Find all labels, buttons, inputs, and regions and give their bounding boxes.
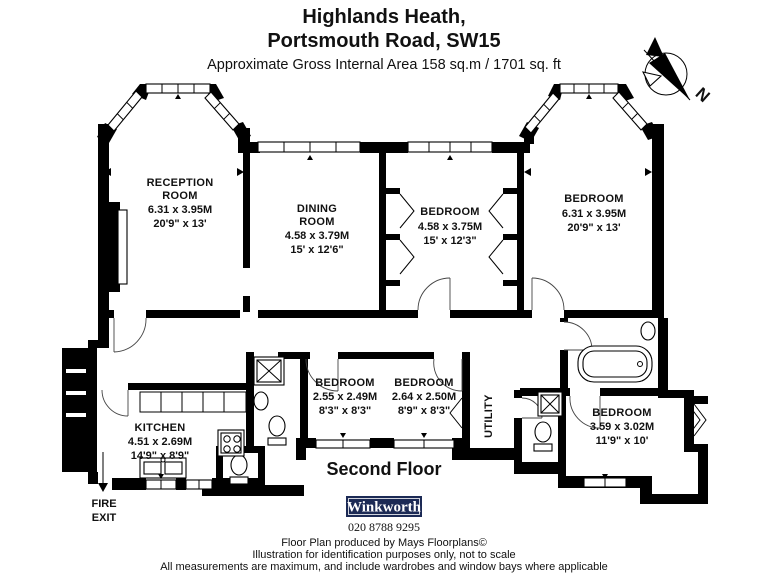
footer-line: Floor Plan produced by Mays Floorplans© <box>281 537 487 549</box>
shower-icon <box>537 391 563 417</box>
room-dims-metric: 2.55 x 2.49M <box>313 391 377 403</box>
floor-title: Second Floor <box>326 459 441 479</box>
room-label-utility: UTILITY <box>483 394 495 438</box>
room-name: ROOM <box>299 216 334 228</box>
compass-needle-icon <box>649 53 690 100</box>
room-name: DINING <box>297 203 337 215</box>
footer-line: Illustration for identification purposes… <box>252 549 515 561</box>
toilet-icon <box>267 415 287 446</box>
room-dims-imperial: 11'9" x 10' <box>596 435 649 447</box>
room-dims-imperial: 20'9" x 13' <box>153 218 207 230</box>
room-label-reception: RECEPTION ROOM 6.31 x 3.95M 20'9" x 13' <box>147 177 214 230</box>
room-dims-metric: 4.51 x 2.69M <box>128 436 192 448</box>
area-subtitle: Approximate Gross Internal Area 158 sq.m… <box>207 57 561 73</box>
toilet-icon <box>229 454 249 485</box>
room-dims-imperial: 14'9" x 8'9" <box>131 450 189 462</box>
room-name: RECEPTION <box>147 177 214 189</box>
walls <box>62 84 708 504</box>
basin-icon <box>253 391 269 411</box>
hob-icon <box>217 429 245 457</box>
fireplace-icon <box>117 209 128 285</box>
room-dims-metric: 4.58 x 3.79M <box>285 230 349 242</box>
room-dims-imperial: 8'3" x 8'3" <box>319 405 371 417</box>
room-name: KITCHEN <box>135 422 186 434</box>
header: Highlands Heath, Portsmouth Road, SW15 A… <box>207 6 561 73</box>
window-ticks <box>104 94 652 479</box>
sink-icon <box>139 457 187 479</box>
footer-disclaimer: Floor Plan produced by Mays Floorplans© … <box>160 537 608 573</box>
room-name: ROOM <box>162 190 197 202</box>
fixtures <box>117 209 656 485</box>
basin-icon <box>640 321 656 341</box>
footer-line: All measurements are maximum, and includ… <box>160 561 608 573</box>
compass-rose: N <box>641 37 714 106</box>
fire-exit-label: EXIT <box>92 512 117 524</box>
windows <box>107 83 707 490</box>
room-label-bedroom-bottom-right: BEDROOM 3.59 x 3.02M 11'9" x 10' <box>590 407 654 447</box>
shower-icon <box>253 356 285 386</box>
agency-phone: 020 8788 9295 <box>348 520 420 534</box>
toilet-icon <box>533 421 553 452</box>
room-dims-metric: 4.58 x 3.75M <box>418 221 482 233</box>
logo-background <box>346 496 422 517</box>
room-label-bedroom-small-left: BEDROOM 2.55 x 2.49M 8'3" x 8'3" <box>313 377 377 417</box>
room-name: BEDROOM <box>592 407 652 419</box>
room-label-bedroom-top-right: BEDROOM 6.31 x 3.95M 20'9" x 13' <box>562 193 626 234</box>
room-label-kitchen: KITCHEN 4.51 x 2.69M 14'9" x 8'9" <box>128 422 192 462</box>
page-title-line1: Highlands Heath, <box>302 6 465 28</box>
kitchen-units <box>139 391 247 413</box>
room-name: BEDROOM <box>315 377 375 389</box>
room-dims-imperial: 20'9" x 13' <box>567 222 621 234</box>
room-name: BEDROOM <box>420 206 480 218</box>
room-label-bedroom-small-right: BEDROOM 2.64 x 2.50M 8'9" x 8'3" <box>392 377 456 417</box>
room-dims-metric: 6.31 x 3.95M <box>148 204 212 216</box>
room-dims-imperial: 8'9" x 8'3" <box>398 405 450 417</box>
agency-name: Winkworth <box>347 500 422 516</box>
wardrobes <box>386 188 517 429</box>
down-arrow-icon <box>98 483 108 492</box>
fire-exit-balcony <box>62 348 90 472</box>
room-dims-metric: 3.59 x 3.02M <box>590 421 654 433</box>
room-label-dining: DINING ROOM 4.58 x 3.79M 15' x 12'6" <box>285 203 349 256</box>
fire-exit-label: FIRE <box>91 498 116 510</box>
compass-north-label: N <box>692 84 714 106</box>
room-name: BEDROOM <box>564 193 624 205</box>
room-dims-metric: 6.31 x 3.95M <box>562 208 626 220</box>
agency-logo: Winkworth <box>346 496 422 517</box>
room-name: BEDROOM <box>394 377 454 389</box>
fire-exit: FIRE EXIT <box>91 452 117 524</box>
page-title-line2: Portsmouth Road, SW15 <box>267 30 500 52</box>
room-dims-imperial: 15' x 12'3" <box>423 235 476 247</box>
room-dims-imperial: 15' x 12'6" <box>290 244 343 256</box>
bathtub-icon <box>577 345 653 383</box>
room-label-bedroom-top-middle: BEDROOM 4.58 x 3.75M 15' x 12'3" <box>418 206 482 247</box>
room-dims-metric: 2.64 x 2.50M <box>392 391 456 403</box>
